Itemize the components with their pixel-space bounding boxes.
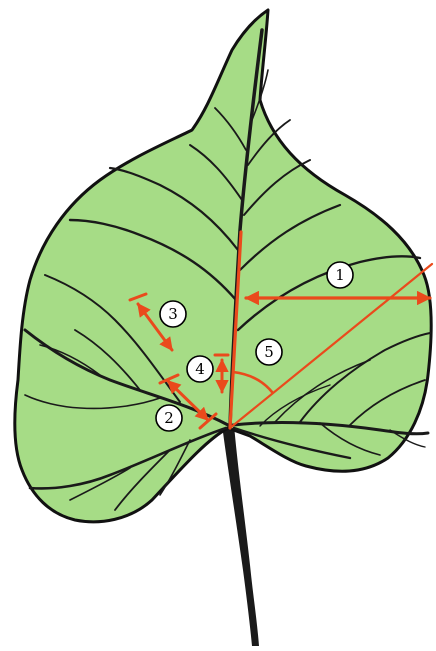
label-2-text: 2	[164, 409, 174, 427]
label-5: 5	[256, 339, 282, 365]
label-4: 4	[187, 356, 213, 382]
leaf-blade	[15, 10, 432, 522]
leaf-stem	[222, 425, 259, 646]
label-1-text: 1	[335, 266, 345, 284]
label-2: 2	[156, 405, 182, 431]
label-3-text: 3	[168, 305, 178, 323]
label-4-text: 4	[195, 360, 205, 378]
label-1: 1	[327, 262, 353, 288]
label-3: 3	[160, 301, 186, 327]
label-5-text: 5	[264, 343, 274, 361]
